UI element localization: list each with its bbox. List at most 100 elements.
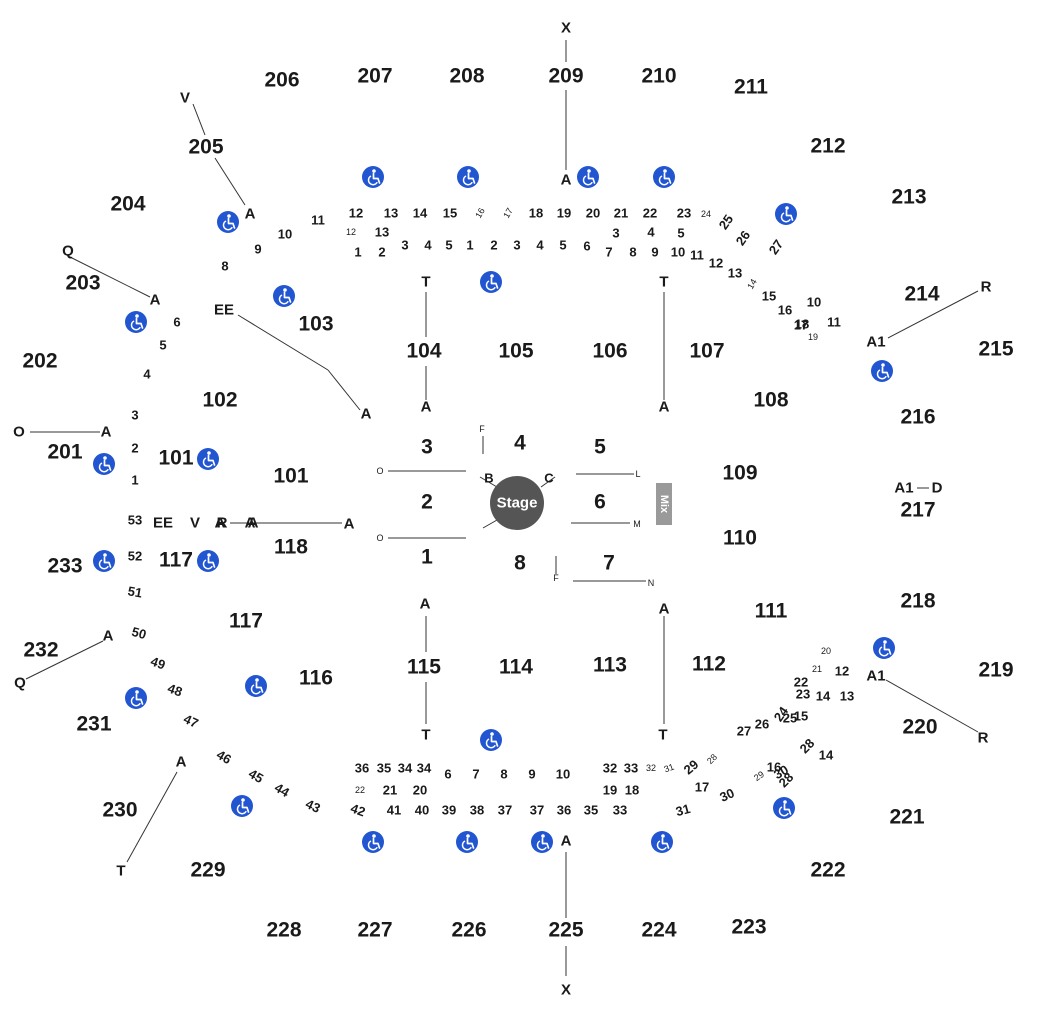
section-label[interactable]: 205 [188,136,223,159]
section-label[interactable]: 216 [900,406,935,429]
section-label[interactable]: 224 [641,919,676,942]
section-label[interactable]: 212 [810,135,845,158]
seat-number: 34 [417,761,432,776]
section-label[interactable]: 117 [159,549,193,572]
wheelchair-icon [92,452,116,476]
section-label[interactable]: 5 [594,436,606,459]
section-label[interactable]: 219 [978,659,1013,682]
section-label[interactable]: 225 [548,919,583,942]
seat-number: 22 [355,785,365,795]
section-label[interactable]: 218 [900,590,935,613]
seat-number: 48 [166,680,185,699]
section-label[interactable]: 217 [900,499,935,522]
section-label[interactable]: 201 [47,441,82,464]
section-label[interactable]: 210 [641,65,676,88]
section-label[interactable]: 222 [810,859,845,882]
wheelchair-icon [530,830,554,854]
section-label[interactable]: 102 [202,389,237,412]
section-label[interactable]: 105 [498,340,533,363]
section-label[interactable]: 209 [548,65,583,88]
wheelchair-icon [576,165,600,189]
section-label[interactable]: 110 [723,527,757,550]
seat-number: 2 [490,238,497,253]
seat-number: 5 [677,226,684,241]
row-label: M [633,519,641,529]
section-label[interactable]: 101 [158,447,193,470]
section-label[interactable]: 202 [22,350,57,373]
seat-number: 20 [413,783,427,798]
section-label[interactable]: 220 [902,716,937,739]
wheelchair-icon [479,270,503,294]
stage: Stage [490,476,544,530]
section-label[interactable]: 114 [499,656,533,679]
section-label[interactable]: 101 [273,465,308,488]
section-label[interactable]: 211 [734,76,768,99]
section-label[interactable]: 221 [889,806,924,829]
section-label[interactable]: 118 [274,536,308,559]
section-label[interactable]: 229 [190,859,225,882]
section-label[interactable]: 231 [76,713,111,736]
section-label[interactable]: 8 [514,552,526,575]
section-label[interactable]: 1 [421,546,433,569]
section-label[interactable]: 117 [229,610,263,633]
seat-number: 24 [701,209,711,219]
row-label: A [659,601,670,618]
section-label[interactable]: 115 [407,656,441,679]
seat-number: 32 [646,763,656,773]
row-label: A [248,515,259,532]
section-label[interactable]: 2 [421,491,433,514]
row-label: R [981,279,992,296]
section-label[interactable]: 108 [753,389,788,412]
section-label[interactable]: 214 [904,283,939,306]
section-label[interactable]: 226 [451,919,486,942]
section-label[interactable]: 223 [731,916,766,939]
seat-number: 12 [835,664,849,679]
section-label[interactable]: 111 [755,600,788,623]
seat-number: 51 [127,583,144,600]
section-label[interactable]: 208 [449,65,484,88]
section-label[interactable]: 203 [65,272,100,295]
seat-number: 9 [651,245,658,260]
section-label[interactable]: 228 [266,919,301,942]
section-label[interactable]: 232 [23,639,58,662]
section-label[interactable]: 213 [891,186,926,209]
row-label: N [648,578,655,588]
seat-number: 10 [671,245,685,260]
section-label[interactable]: 206 [264,69,299,92]
section-label[interactable]: 106 [592,340,627,363]
section-label[interactable]: 204 [110,193,145,216]
section-label[interactable]: 4 [514,432,526,455]
seat-number: 17 [695,780,709,795]
section-label[interactable]: 107 [689,340,724,363]
section-label[interactable]: 3 [421,436,433,459]
section-label[interactable]: 233 [47,555,82,578]
section-label[interactable]: 227 [357,919,392,942]
section-label[interactable]: 116 [299,667,333,690]
row-label: F [553,573,559,583]
section-label[interactable]: 215 [978,338,1013,361]
wheelchair-icon [456,165,480,189]
row-label: A [344,516,355,533]
wheelchair-icon [196,549,220,573]
seat-number: 17 [501,206,515,220]
section-label[interactable]: 7 [603,552,615,575]
seat-number: 10 [556,767,570,782]
seat-number: 19 [603,783,617,798]
seat-number: 6 [583,239,590,254]
section-label[interactable]: 6 [594,491,606,514]
section-label[interactable]: 109 [722,462,757,485]
seat-number: 2 [378,245,385,260]
section-label[interactable]: 104 [406,340,441,363]
section-label[interactable]: 207 [357,65,392,88]
seat-number: 36 [557,803,571,818]
seat-number: 4 [143,367,151,382]
seat-number: 25 [783,711,797,726]
row-label: R [978,730,989,747]
row-label: Q [62,243,74,260]
seat-number: 32 [603,761,617,776]
row-label: A1 [866,334,885,351]
section-label[interactable]: 112 [692,653,726,676]
section-label[interactable]: 230 [102,799,137,822]
section-label[interactable]: 113 [593,654,627,677]
section-label[interactable]: 103 [298,313,333,336]
